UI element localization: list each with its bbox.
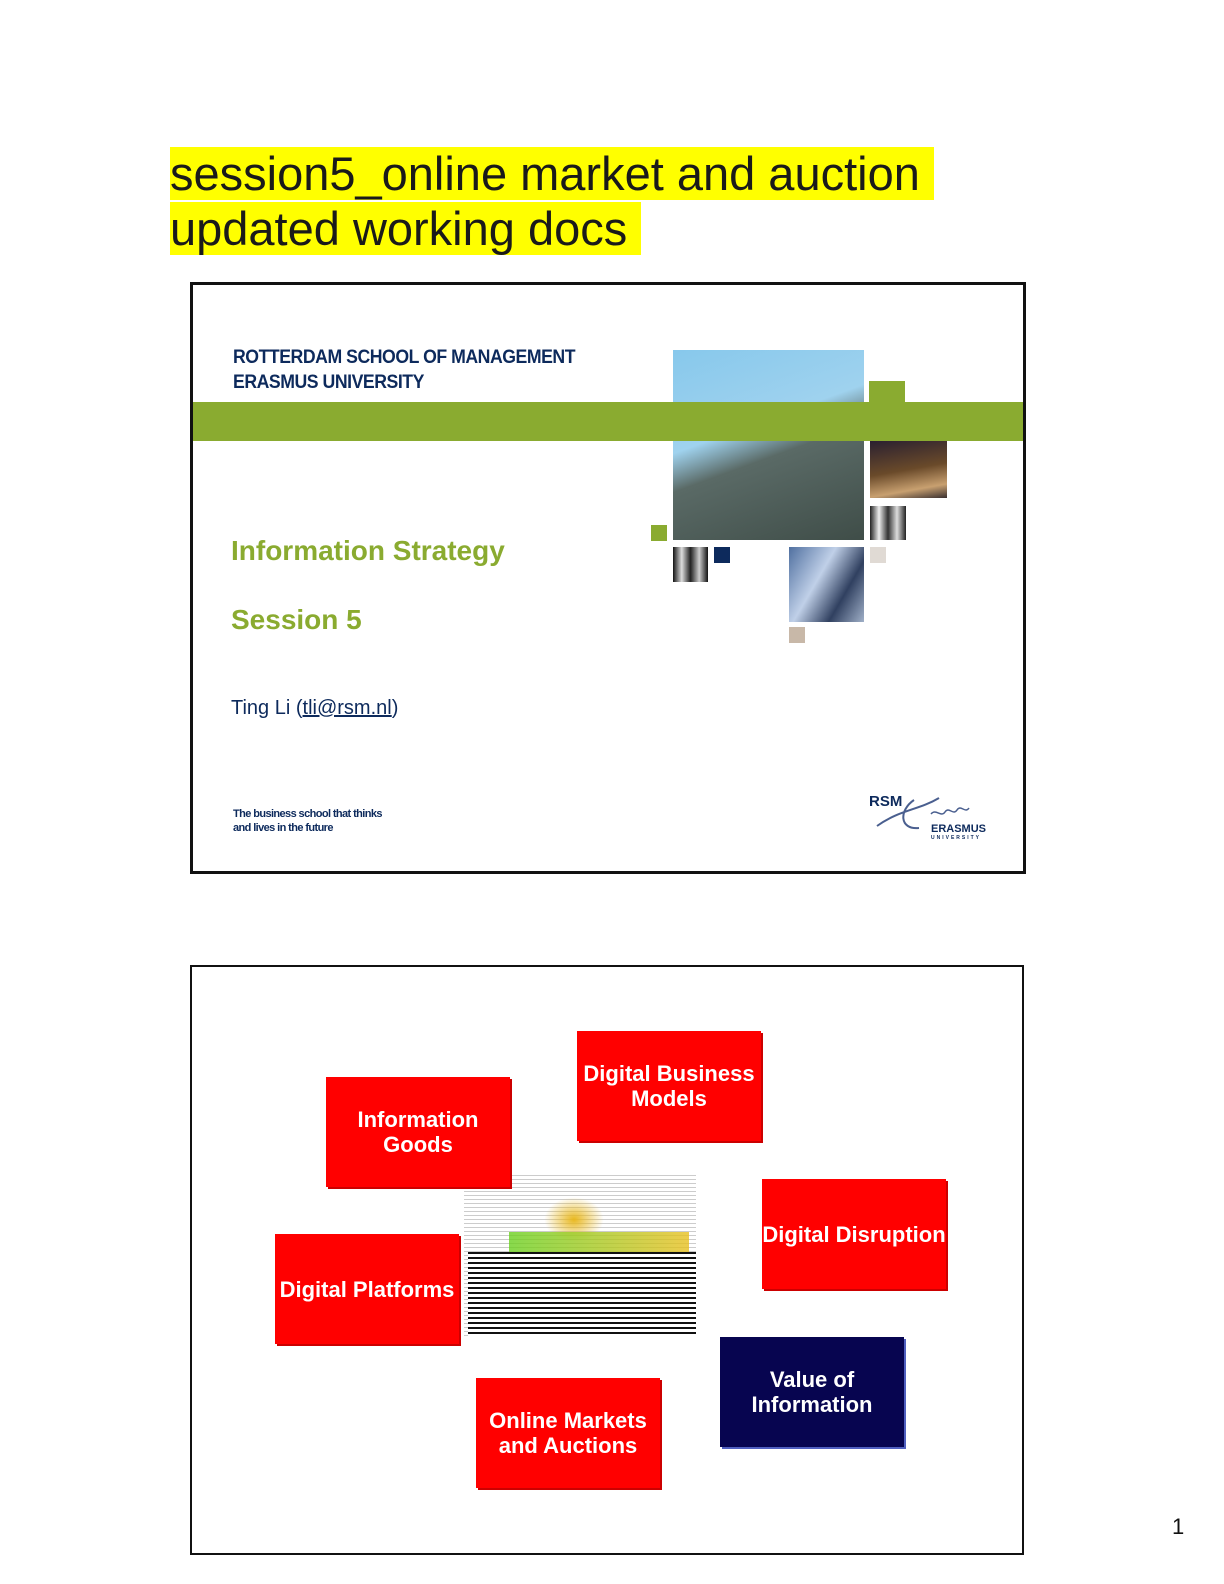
email-link[interactable]: tli@rsm.nl	[302, 697, 392, 719]
central-graphic	[464, 1172, 696, 1337]
page-number: 1	[1172, 1514, 1185, 1539]
svg-text:ERASMUS: ERASMUS	[931, 823, 986, 835]
topic-information-goods: Information Goods	[326, 1077, 510, 1187]
statue-photo	[673, 350, 864, 540]
topic-digital-disruption: Digital Disruption	[762, 1179, 946, 1289]
course-title: Information Strategy	[231, 535, 505, 566]
green-band	[193, 402, 1023, 441]
green-square	[869, 381, 905, 403]
people-photo	[870, 506, 906, 540]
slide-title: ROTTERDAM SCHOOL OF MANAGEMENT ERASMUS U…	[190, 282, 1026, 874]
rsm-erasmus-logo: RSM ERASMUS UNIVERSITY	[869, 793, 986, 840]
svg-text:RSM: RSM	[869, 793, 902, 810]
topic-value-of-information: Value of Information	[720, 1337, 904, 1447]
topic-digital-platforms: Digital Platforms	[275, 1234, 459, 1344]
document-title: session5_online market and auction updat…	[170, 146, 934, 256]
slide-topics: Information Goods Digital Business Model…	[190, 965, 1024, 1555]
topic-digital-business-models: Digital Business Models	[577, 1031, 761, 1141]
school-name: ROTTERDAM SCHOOL OF MANAGEMENT ERASMUS U…	[233, 347, 576, 393]
glass-building-photo	[789, 547, 864, 622]
tagline: The business school that thinks and live…	[233, 808, 382, 834]
author: Ting Li (tli@rsm.nl)	[231, 697, 399, 719]
navy-square	[714, 547, 730, 563]
crowd-photo	[673, 547, 708, 582]
street-photo	[870, 441, 947, 498]
tan-square	[789, 627, 805, 643]
svg-text:UNIVERSITY: UNIVERSITY	[931, 835, 981, 840]
topic-online-markets-auctions: Online Markets and Auctions	[476, 1378, 660, 1488]
green-square-small	[651, 525, 667, 541]
light-square	[870, 547, 886, 563]
session-title: Session 5	[231, 604, 362, 635]
